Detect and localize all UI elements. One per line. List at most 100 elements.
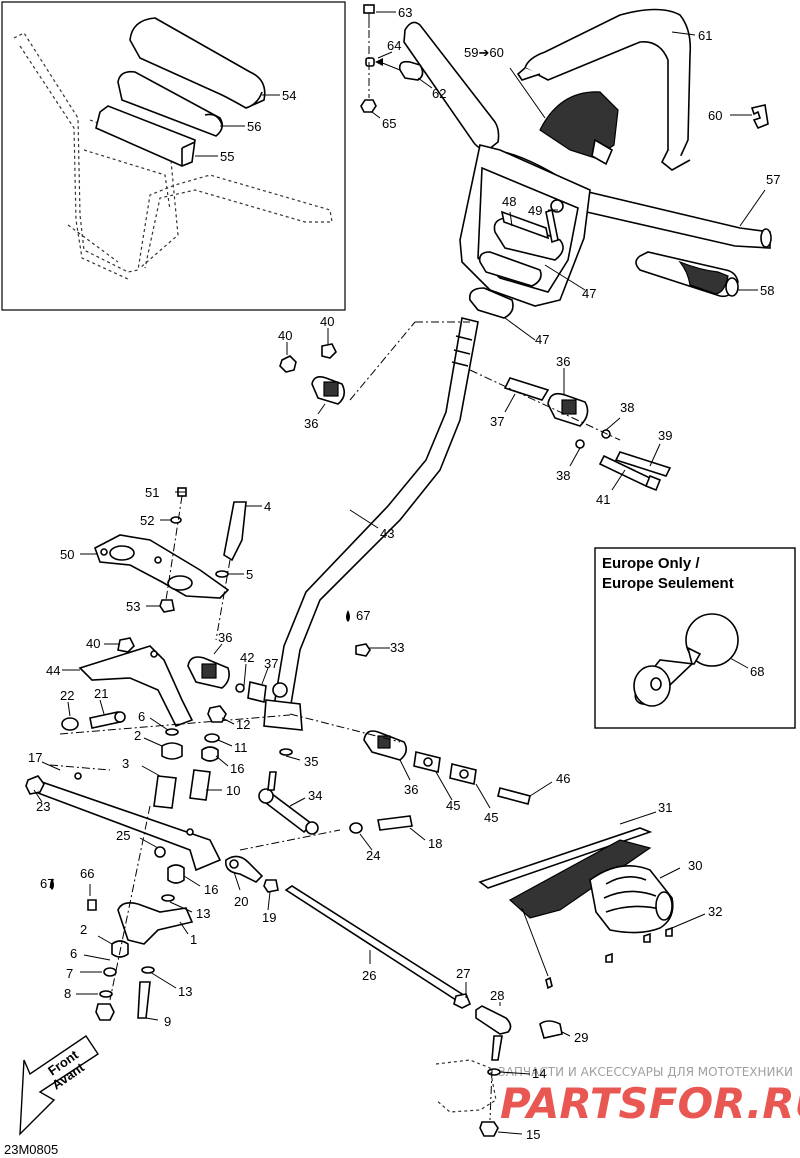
left-linkage [25, 705, 227, 872]
tie-rod-34 [239, 748, 413, 851]
part-label: 40 [278, 328, 292, 343]
part-label: 41 [596, 492, 610, 507]
part-label: 26 [362, 968, 376, 983]
part-label: 16 [204, 882, 218, 897]
part-label: 22 [60, 688, 74, 703]
europe-only-inset: Europe Only / Europe Seulement [594, 547, 796, 729]
part-label: 55 [220, 149, 234, 164]
part-label: 49 [528, 203, 542, 218]
part-label: 37 [490, 414, 504, 429]
part-label: 30 [688, 858, 702, 873]
part-label: 29 [574, 1030, 588, 1045]
column-support-left-upper [279, 343, 346, 405]
part-label: 45 [446, 798, 460, 813]
part-label: 38 [556, 468, 570, 483]
part-label: 20 [234, 894, 248, 909]
part-label: 68 [750, 664, 764, 679]
part-label: 17 [28, 750, 42, 765]
europe-note-line2: Europe Seulement [602, 575, 734, 592]
part-label: 36 [556, 354, 570, 369]
part-label: 4 [264, 499, 271, 514]
part-label: 64 [387, 38, 401, 53]
part-label: 32 [708, 904, 722, 919]
part-label: 50 [60, 547, 74, 562]
part-label: 54 [282, 88, 296, 103]
drag-link-26 [224, 855, 563, 1137]
part-label: 65 [382, 116, 396, 131]
boot-30-31 [478, 827, 674, 990]
bracket-44 [59, 637, 291, 735]
watermark-brand: PARTSFOR.RU [500, 1079, 800, 1128]
watermark-tagline: ЗАПЧАСТИ И АКСЕССУАРЫ ДЛЯ МОТОТЕХНИКИ [498, 1065, 793, 1079]
part-label: 59➔60 [464, 45, 504, 60]
handlebar-pad-inset [1, 1, 346, 311]
part-label: 42 [240, 650, 254, 665]
part-label: 63 [398, 5, 412, 20]
part-label: 67 [356, 608, 370, 623]
front-arrow: Front Avant [19, 1035, 99, 1136]
part-label: 33 [390, 640, 404, 655]
part-label: 62 [432, 86, 446, 101]
watermark: ЗАПЧАСТИ И АКСЕССУАРЫ ДЛЯ МОТОТЕХНИКИ PA… [498, 1065, 800, 1128]
main-handlebar [403, 21, 772, 319]
part-label: 44 [46, 663, 60, 678]
part-label: 2 [80, 922, 87, 937]
part-label: 53 [126, 599, 140, 614]
part-label: 6 [138, 709, 145, 724]
part-label: 15 [526, 1127, 540, 1142]
part-label: 43 [380, 526, 394, 541]
part-label: 34 [308, 788, 322, 803]
part-label: 57 [766, 172, 780, 187]
part-label: 18 [428, 836, 442, 851]
part-label: 51 [145, 485, 159, 500]
cover-59-60 [539, 91, 619, 166]
part-label: 66 [80, 866, 94, 881]
part-label: 12 [236, 717, 250, 732]
europe-note-line1: Europe Only / [602, 555, 700, 572]
part-label: 38 [620, 400, 634, 415]
oil-drop-icon [50, 878, 54, 890]
part-label: 40 [320, 314, 334, 329]
part-label: 60 [708, 108, 722, 123]
part-label: 25 [116, 828, 130, 843]
part-label: 8 [64, 986, 71, 1001]
part-label: 47 [535, 332, 549, 347]
part-label: 16 [230, 761, 244, 776]
column-support-right [349, 321, 672, 492]
part-label: 61 [698, 28, 712, 43]
part-label: 36 [304, 416, 318, 431]
part-label: 36 [404, 782, 418, 797]
part-label: 56 [247, 119, 261, 134]
leader-lines [33, 11, 766, 1135]
part-label: 7 [66, 966, 73, 981]
part-labels: 63 64 62 65 59➔60 61 60 57 58 54 56 55 4… [28, 5, 780, 1142]
part-label: 23 [36, 799, 50, 814]
pad-61 [516, 8, 692, 171]
part-label: 21 [94, 686, 108, 701]
part-label: 58 [760, 283, 774, 298]
part-label: 46 [556, 771, 570, 786]
part-label: 39 [658, 428, 672, 443]
part-label: 40 [86, 636, 100, 651]
part-label: 10 [226, 783, 240, 798]
part-label: 37 [264, 656, 278, 671]
part-label: 28 [490, 988, 504, 1003]
part-label: 6 [70, 946, 77, 961]
part-label: 14 [532, 1066, 546, 1081]
part-label: 45 [484, 810, 498, 825]
part-label: 36 [218, 630, 232, 645]
part-label: 1 [190, 932, 197, 947]
part-label: 13 [196, 906, 210, 921]
diagram-code: 23M0805 [4, 1142, 58, 1157]
support-block-36-45 [289, 643, 531, 805]
part-label: 13 [178, 984, 192, 999]
oil-drop-icon [346, 610, 350, 622]
fasteners-63-65 [360, 4, 424, 113]
part-label: 48 [502, 194, 516, 209]
plate-50 [94, 487, 247, 641]
steering-column [263, 317, 479, 731]
part-label: 47 [582, 286, 596, 301]
part-label: 52 [140, 513, 154, 528]
part-label: 31 [658, 800, 672, 815]
